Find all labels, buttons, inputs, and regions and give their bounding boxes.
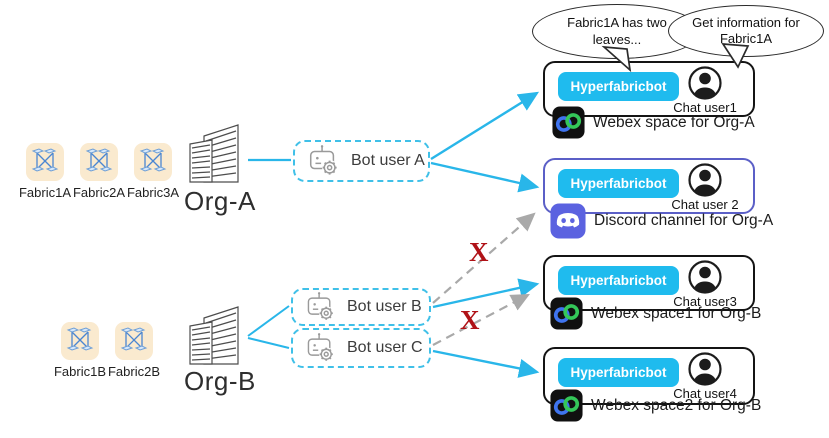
- chat-user3-label: Chat user3: [673, 294, 737, 309]
- fabric-1b: Fabric1B: [52, 322, 108, 379]
- org-b-building-icon: [182, 302, 248, 377]
- platform-webex2-org-b: Webex space2 for Org-B: [550, 389, 761, 422]
- fabric-label: Fabric1A: [18, 185, 72, 200]
- hyperfabricbot-button[interactable]: Hyperfabricbot: [558, 266, 679, 295]
- fabric-topology-icon: [115, 322, 153, 360]
- platform-webex1-org-b: Webex space1 for Org-B: [550, 297, 761, 330]
- platform-label: Discord channel for Org-A: [594, 212, 774, 229]
- org-a-building-icon: [182, 120, 248, 195]
- robot-icon: [307, 333, 334, 362]
- chat-user3-avatar: [687, 259, 723, 295]
- chat-user4-label: Chat user4: [673, 386, 737, 401]
- fabric-label: Fabric1B: [53, 364, 107, 379]
- speech-bubble-text: Get information for Fabric1A: [692, 14, 800, 46]
- chat-user4-avatar: [687, 351, 723, 387]
- bot-user-a-label: Bot user A: [351, 152, 425, 169]
- fabric-1a: Fabric1A: [17, 143, 73, 200]
- robot-icon: [307, 292, 334, 321]
- connector-orgb-botc: [247, 337, 290, 349]
- chat-user1-avatar: [687, 65, 723, 101]
- fabric-label: Fabric2B: [107, 364, 161, 379]
- discord-icon: [550, 203, 586, 239]
- chat-user2-label: Chat user 2: [671, 197, 739, 212]
- robot-icon: [309, 145, 338, 176]
- speech-bubble-user-query: Get information for Fabric1A: [668, 5, 824, 57]
- hyperfabricbot-button[interactable]: Hyperfabricbot: [558, 72, 679, 101]
- hyperfabricbot-button[interactable]: Hyperfabricbot: [558, 169, 679, 198]
- webex-icon: [552, 106, 585, 139]
- chat-user2-avatar: [687, 162, 723, 198]
- platform-webex-org-a: Webex space for Org-A: [552, 106, 755, 139]
- fabric-label: Fabric3A: [126, 185, 180, 200]
- fabric-topology-icon: [80, 143, 118, 181]
- bot-user-c-label: Bot user C: [347, 339, 423, 356]
- fabric-3a: Fabric3A: [125, 143, 181, 200]
- bot-user-b-label: Bot user B: [347, 298, 422, 315]
- fabric-topology-icon: [61, 322, 99, 360]
- bot-user-a-box: Bot user A: [293, 140, 430, 182]
- platform-label: Webex space2 for Org-B: [591, 396, 762, 414]
- bot-user-b-box: Bot user B: [291, 288, 431, 326]
- platform-label: Webex space for Org-A: [593, 113, 755, 131]
- fabric-2a: Fabric2A: [71, 143, 127, 200]
- fabric-topology-icon: [134, 143, 172, 181]
- webex-icon: [550, 389, 583, 422]
- connector-orgb-botb: [247, 305, 290, 337]
- speech-bubble-text: Fabric1A has two leaves...: [567, 15, 667, 47]
- platform-label: Webex space1 for Org-B: [591, 304, 762, 322]
- org-a-label: Org-A: [184, 186, 256, 216]
- hyperfabricbot-button[interactable]: Hyperfabricbot: [558, 358, 679, 387]
- connector-botc-webex1-blocked: [432, 293, 530, 346]
- platform-discord-org-a: Discord channel for Org-A: [550, 203, 773, 239]
- fabric-topology-icon: [26, 143, 64, 181]
- bot-user-c-box: Bot user C: [291, 328, 431, 368]
- connector-bota-discord-orga: [430, 161, 540, 193]
- chat-box-discord-org-a: Hyperfabricbot Chat user 2: [543, 158, 755, 214]
- fabric-label: Fabric2A: [72, 185, 126, 200]
- blocked-x-botc-webex1: X: [460, 305, 480, 335]
- connector-bota-webex-orga: [430, 91, 540, 161]
- chat-user1-label: Chat user1: [673, 100, 737, 115]
- org-b-label: Org-B: [184, 366, 256, 396]
- fabric-2b: Fabric2B: [106, 322, 162, 379]
- blocked-x-botb-discord: X: [469, 237, 489, 267]
- connector-botc-webex2-orgb: [432, 349, 540, 378]
- webex-icon: [550, 297, 583, 330]
- connector-botb-webex1-orgb: [432, 278, 540, 309]
